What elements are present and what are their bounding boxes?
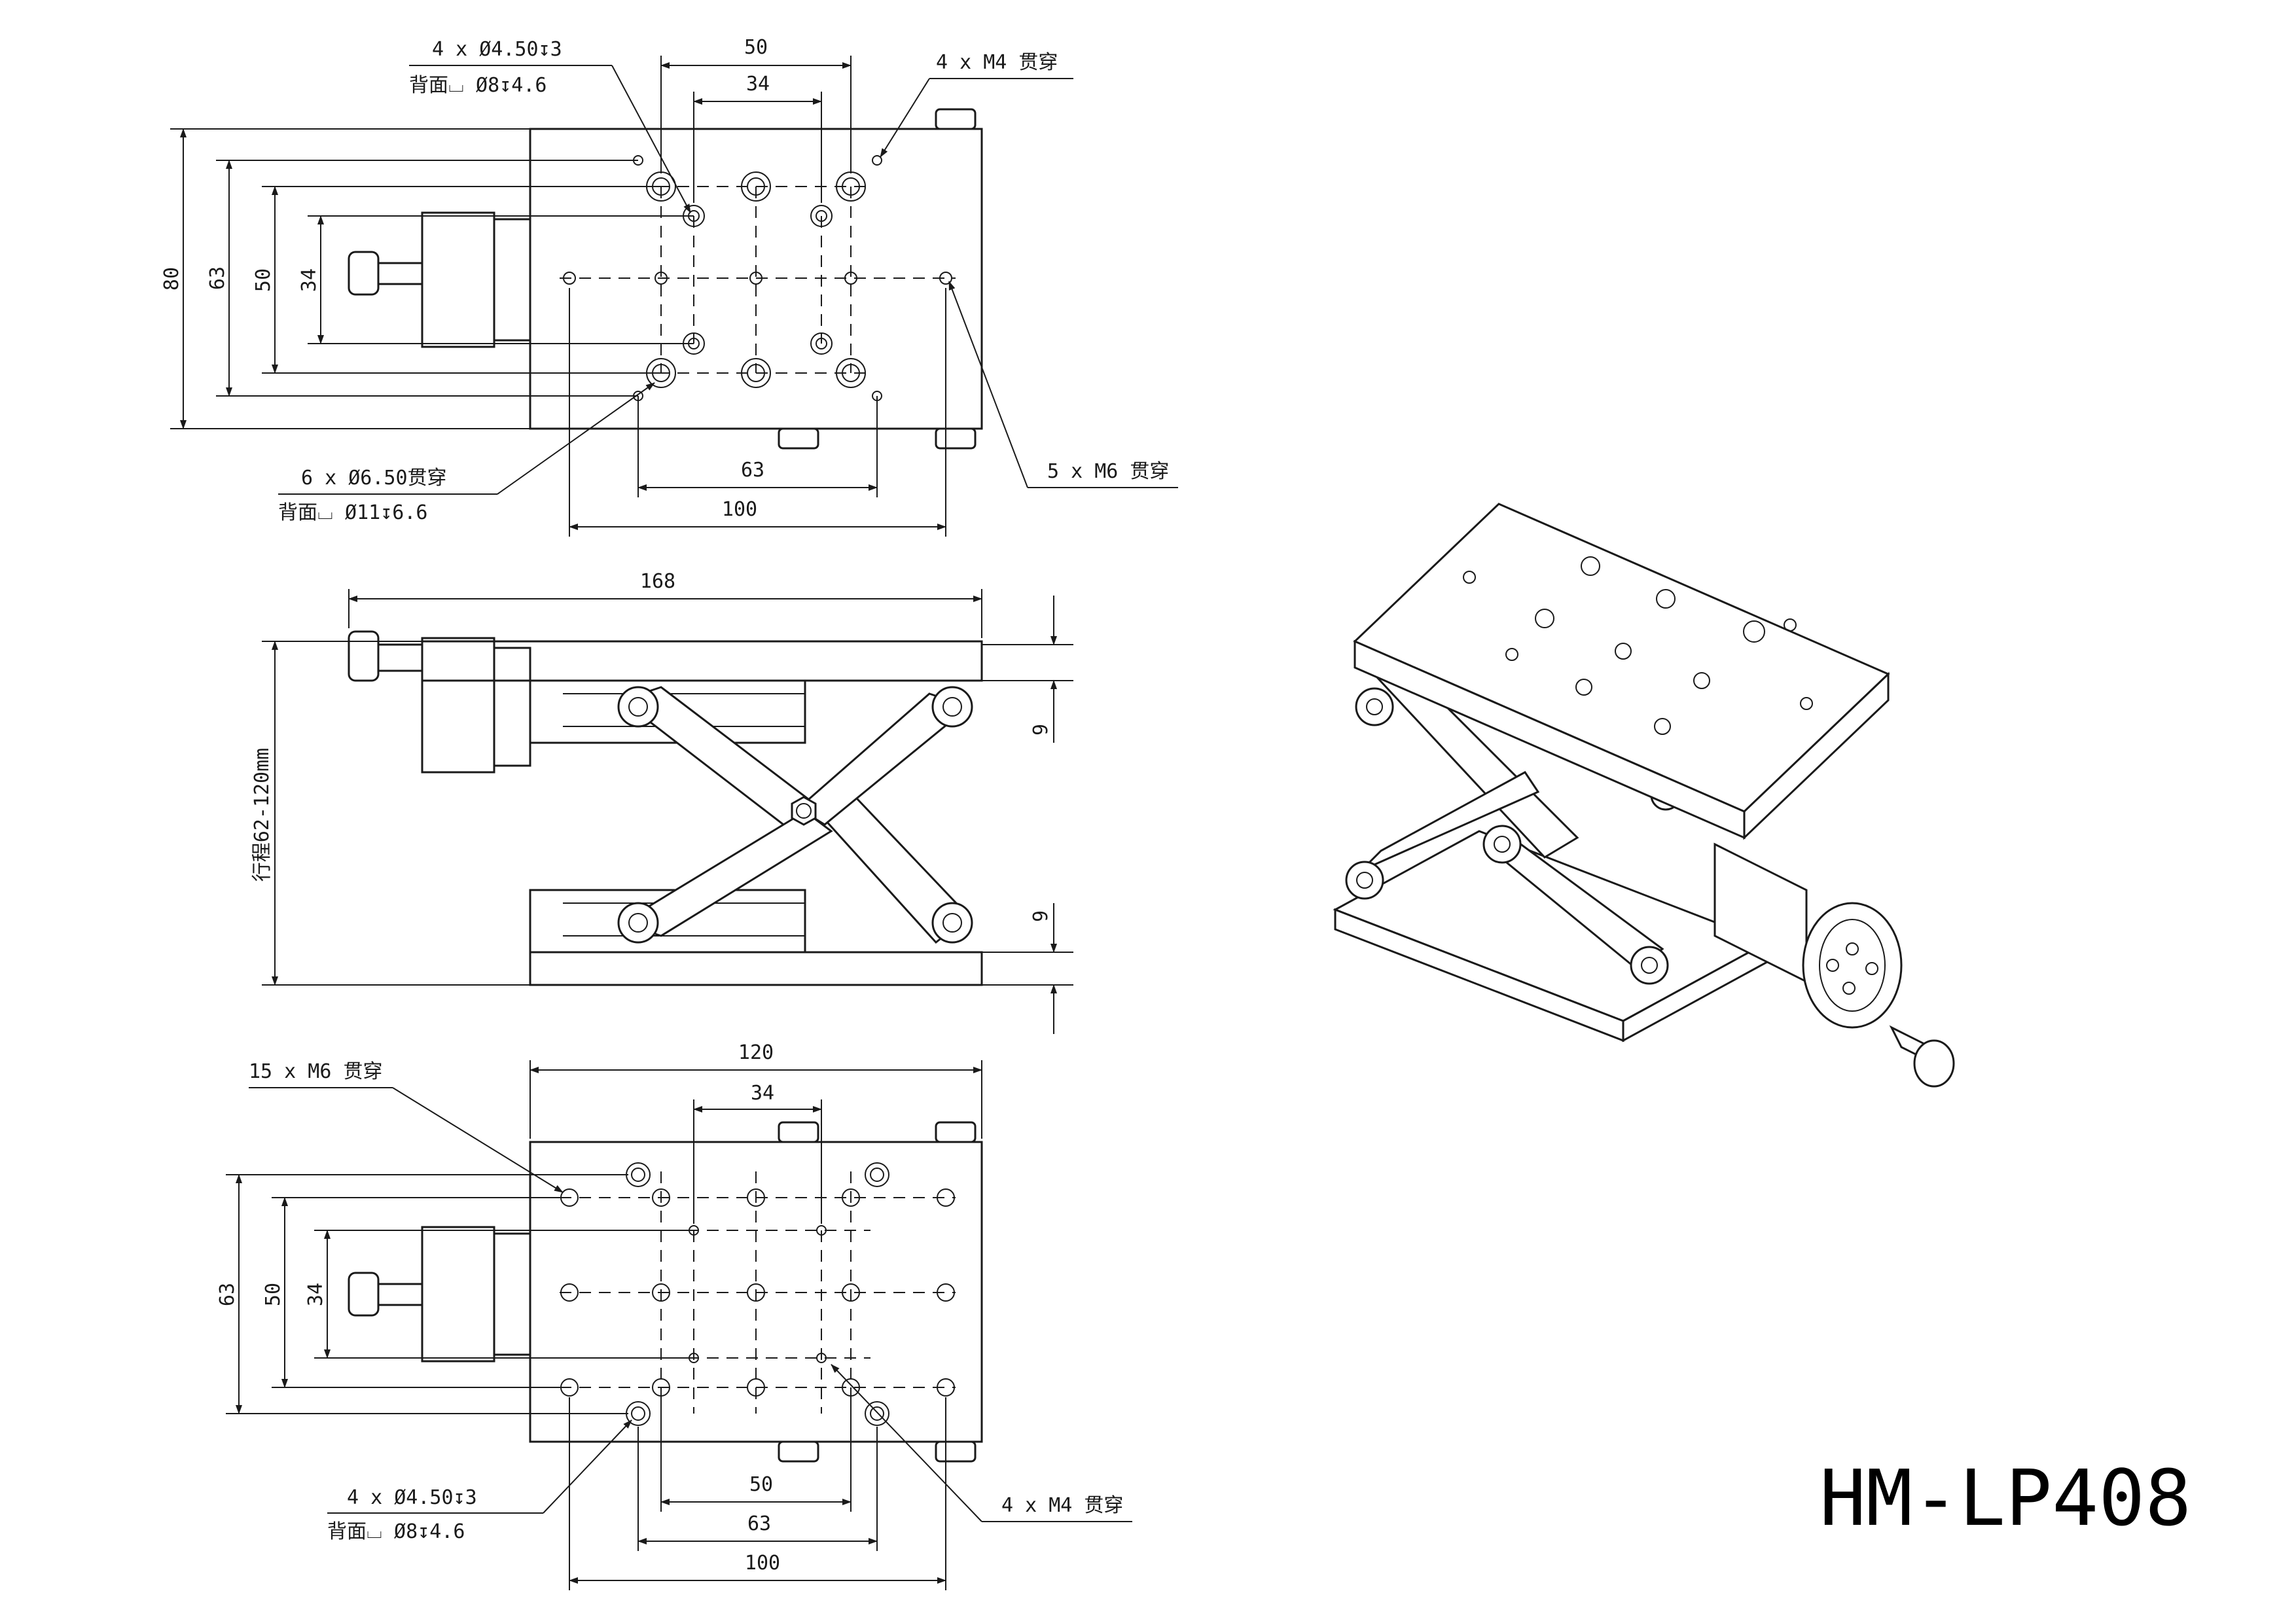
callout-a-line1: 4 x Ø4.50↧3: [432, 38, 562, 61]
dim-50-left-bottomview: 50: [262, 1283, 285, 1306]
top-view: 50 34 80 63 50 34 63: [160, 36, 1178, 537]
center-pivot-nut: [791, 796, 817, 826]
callout-bottom-a-line2: 背面⌴ Ø8↧4.6: [327, 1520, 465, 1543]
side-micrometer-knob: [348, 630, 380, 682]
dim-50-left: 50: [252, 268, 275, 292]
joint-top-right: [931, 686, 973, 728]
iso-top-plate-side: [1743, 671, 1890, 840]
top-nut-middle-bottom: [778, 427, 819, 450]
dim-63-left: 63: [206, 266, 229, 290]
side-micrometer-shaft: [377, 643, 423, 672]
bottom-callouts: 15 x M6 贯穿 4 x Ø4.50↧3 背面⌴ Ø8↧4.6 4 x M4…: [249, 1060, 1132, 1543]
callout-bottom-a-line1: 4 x Ø4.50↧3: [347, 1486, 477, 1509]
dim-63-bottomview: 63: [747, 1512, 771, 1535]
side-view: 168 行程62-120mm 9 9: [251, 570, 1073, 1034]
micrometer-body: [421, 211, 495, 348]
side-micrometer-body: [421, 637, 495, 774]
iso-pivot-4: [1630, 946, 1669, 985]
top-nut-right-top: [935, 108, 977, 130]
top-dimensions: 50 34 80 63 50 34 63: [160, 36, 946, 537]
iso-micrometer-knob: [1913, 1039, 1955, 1088]
dim-50-top: 50: [744, 36, 768, 59]
iso-pivot-3: [1482, 825, 1522, 864]
top-nut-right-bottom: [935, 427, 977, 450]
bottom-holes: [560, 1162, 955, 1426]
callout-bottom-m4: 4 x M4 贯穿: [1001, 1494, 1123, 1517]
iso-pivot-2: [1345, 861, 1384, 900]
side-upper-rail: [529, 679, 806, 744]
bottom-nut-bottom-mid: [778, 1440, 819, 1463]
bottom-view: 120 34 63 50 34 50 63: [216, 1041, 1132, 1590]
bottom-nut-top-right: [935, 1121, 977, 1143]
bottom-dimensions: 120 34 63 50 34 50 63: [216, 1041, 982, 1590]
dim-120: 120: [738, 1041, 774, 1064]
callout-c-line1: 6 x Ø6.50贯穿: [301, 467, 447, 490]
callout-c-line2: 背面⌴ Ø11↧6.6: [278, 501, 428, 524]
micrometer-collar: [493, 218, 531, 342]
side-base-plate: [529, 951, 983, 986]
dim-34-top-bottomview: 34: [751, 1082, 774, 1105]
dim-50-bottomview: 50: [749, 1473, 773, 1496]
iso-pivot-1: [1355, 687, 1394, 726]
dim-34-left-bottomview: 34: [304, 1283, 327, 1306]
bottom-micrometer-shaft: [377, 1283, 423, 1306]
stroke-label: 行程62-120mm: [251, 748, 274, 882]
iso-micrometer-drum: [1802, 902, 1903, 1029]
dim-168: 168: [640, 570, 675, 593]
dim-63-left-bottomview: 63: [216, 1283, 239, 1306]
top-callouts: 4 x Ø4.50↧3 背面⌴ Ø8↧4.6 4 x M4 贯穿 6 x Ø6.…: [278, 38, 1178, 524]
bottom-micrometer-collar: [493, 1232, 531, 1356]
callout-d: 5 x M6 贯穿: [1047, 460, 1169, 483]
callout-15-m6: 15 x M6 贯穿: [249, 1060, 383, 1083]
dim-9-top: 9: [1030, 724, 1052, 736]
callout-b: 4 x M4 贯穿: [936, 51, 1058, 74]
top-hole-grid: [560, 186, 956, 374]
dim-80: 80: [160, 267, 183, 291]
dim-63-bottom: 63: [741, 459, 764, 482]
joint-top-left: [617, 686, 659, 728]
scissor-arm-2b: [619, 810, 833, 937]
iso-top-holes: [1463, 556, 1813, 735]
bottom-micrometer-body: [421, 1226, 495, 1363]
micrometer-shaft: [377, 262, 423, 285]
side-micrometer-collar: [493, 647, 531, 767]
dim-100-bottom: 100: [722, 498, 757, 521]
callout-a-line2: 背面⌴ Ø8↧4.6: [409, 74, 547, 97]
bottom-micrometer-knob: [348, 1272, 380, 1317]
bottom-nut-top-mid: [778, 1121, 819, 1143]
iso-arm-3: [1360, 771, 1540, 872]
dim-34-left: 34: [298, 268, 321, 292]
joint-bottom-right: [931, 902, 973, 944]
bottom-hole-grid: [560, 1171, 956, 1414]
dim-100-bottomview: 100: [745, 1552, 780, 1575]
dim-9-bottom: 9: [1030, 910, 1052, 922]
dim-34-top: 34: [746, 73, 770, 96]
isometric-view: [1333, 503, 1955, 1088]
micrometer-knob: [348, 251, 380, 296]
model-name: HM-LP408: [1820, 1453, 2191, 1543]
joint-bottom-left: [617, 902, 659, 944]
side-dimensions: 168 行程62-120mm 9 9: [251, 570, 1073, 1034]
bottom-nut-bottom-right: [935, 1440, 977, 1463]
